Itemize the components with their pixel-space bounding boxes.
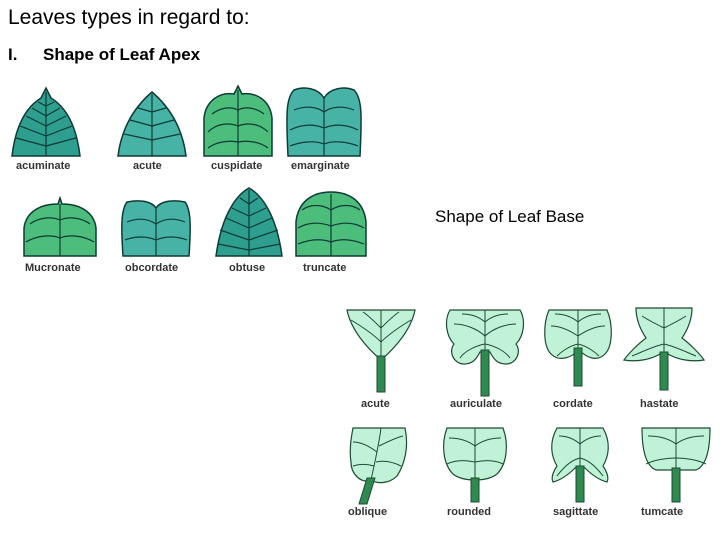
hastate-base-label: hastate xyxy=(640,398,679,410)
mucronate-label: Mucronate xyxy=(25,262,81,274)
auriculate-base-leaf-icon xyxy=(444,306,526,398)
auriculate-base-label: auriculate xyxy=(450,398,502,410)
obtuse-leaf-icon xyxy=(214,186,284,258)
oblique-base-label: oblique xyxy=(348,506,388,518)
acuminate-leaf-icon xyxy=(8,86,84,158)
tumcate-base-label: tumcate xyxy=(641,506,684,518)
emarginate-label: emarginate xyxy=(291,160,350,172)
emarginate-leaf-icon xyxy=(284,84,364,158)
truncate-label: truncate xyxy=(303,262,347,274)
sagittate-base-label: sagittate xyxy=(553,506,599,518)
acuminate-label: acuminate xyxy=(16,160,71,172)
oblique-base-leaf-icon xyxy=(347,424,409,506)
mucronate-leaf-icon xyxy=(22,196,98,258)
hastate-base-leaf-icon xyxy=(622,304,706,392)
cuspidate-label: cuspidate xyxy=(211,160,263,172)
cordate-base-leaf-icon xyxy=(543,306,613,388)
cordate-base-label: cordate xyxy=(553,398,593,410)
sagittate-base-leaf-icon xyxy=(547,424,613,504)
obcordate-label: obcordate xyxy=(125,262,179,274)
cuspidate-leaf-icon xyxy=(200,84,276,158)
rounded-base-leaf-icon xyxy=(441,424,509,504)
tumcate-base-leaf-icon xyxy=(640,424,712,504)
base-section-title: Shape of Leaf Base xyxy=(435,207,585,226)
acute-leaf-icon xyxy=(116,90,188,158)
obtuse-label: obtuse xyxy=(229,262,266,274)
page-title: Leaves types in regard to: xyxy=(8,6,250,29)
acute-base-label: acute xyxy=(361,398,390,410)
section-number: I. xyxy=(8,45,18,64)
obcordate-leaf-icon xyxy=(119,198,193,258)
section-title: Shape of Leaf Apex xyxy=(43,45,201,64)
acute-label: acute xyxy=(133,160,162,172)
truncate-leaf-icon xyxy=(294,190,368,258)
rounded-base-label: rounded xyxy=(447,506,491,518)
acute-base-leaf-icon xyxy=(345,306,417,394)
